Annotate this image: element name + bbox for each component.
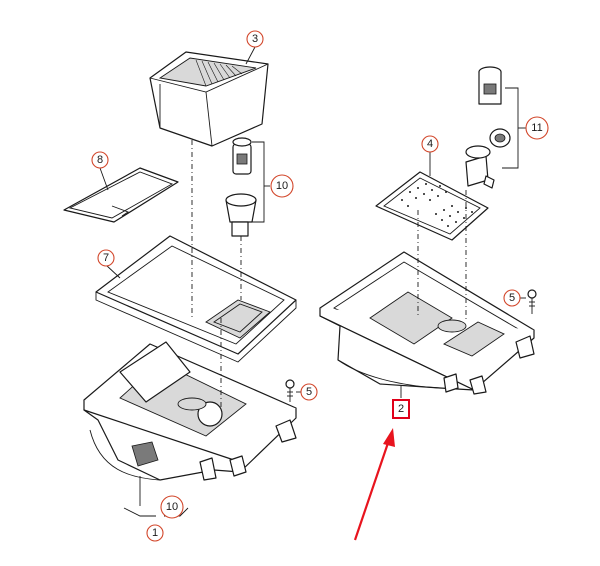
callout-11[interactable]: 11 <box>525 116 549 140</box>
callout-label-2: 2 <box>398 403 404 415</box>
part-screw-right <box>527 289 537 314</box>
callout-label-7: 7 <box>103 252 109 264</box>
part-storage-tray <box>149 51 269 147</box>
callout-label-5-right: 5 <box>509 292 515 304</box>
part-mat <box>63 167 179 223</box>
callout-5-right[interactable]: 5 <box>503 289 521 307</box>
assembly-lines-right <box>417 190 467 322</box>
callout-label-3: 3 <box>252 33 258 45</box>
callout-label-4: 4 <box>427 138 433 150</box>
mat-dot-pattern <box>401 183 473 227</box>
tray-grille <box>195 59 243 87</box>
part-console-tray <box>319 251 535 395</box>
callout-4[interactable]: 4 <box>421 135 439 153</box>
assembly-lines-left <box>191 140 242 408</box>
callout-7[interactable]: 7 <box>97 249 115 267</box>
leader-lines <box>99 46 526 517</box>
callout-label-11: 11 <box>531 122 542 134</box>
part-socket-upper <box>225 137 257 237</box>
callout-label-8: 8 <box>97 154 103 166</box>
callout-2-highlighted[interactable]: 2 <box>392 399 410 419</box>
callout-5-left[interactable]: 5 <box>300 383 318 401</box>
callout-3[interactable]: 3 <box>246 30 264 48</box>
callout-label-10-lower: 10 <box>166 501 178 513</box>
part-screw-left <box>285 379 295 402</box>
callout-label-10-upper: 10 <box>276 180 288 192</box>
red-pointer-arrow <box>353 428 395 541</box>
callout-1[interactable]: 1 <box>146 524 164 542</box>
part-console-housing <box>83 341 297 481</box>
part-trim-cover <box>95 235 297 363</box>
part-socket-right <box>465 66 511 189</box>
callout-8[interactable]: 8 <box>91 151 109 169</box>
callout-label-5-left: 5 <box>306 386 312 398</box>
callout-10-upper[interactable]: 10 <box>270 174 294 198</box>
callout-10-lower[interactable]: 10 <box>160 495 184 519</box>
callout-label-1: 1 <box>152 527 158 539</box>
part-dotted-mat <box>375 171 489 241</box>
